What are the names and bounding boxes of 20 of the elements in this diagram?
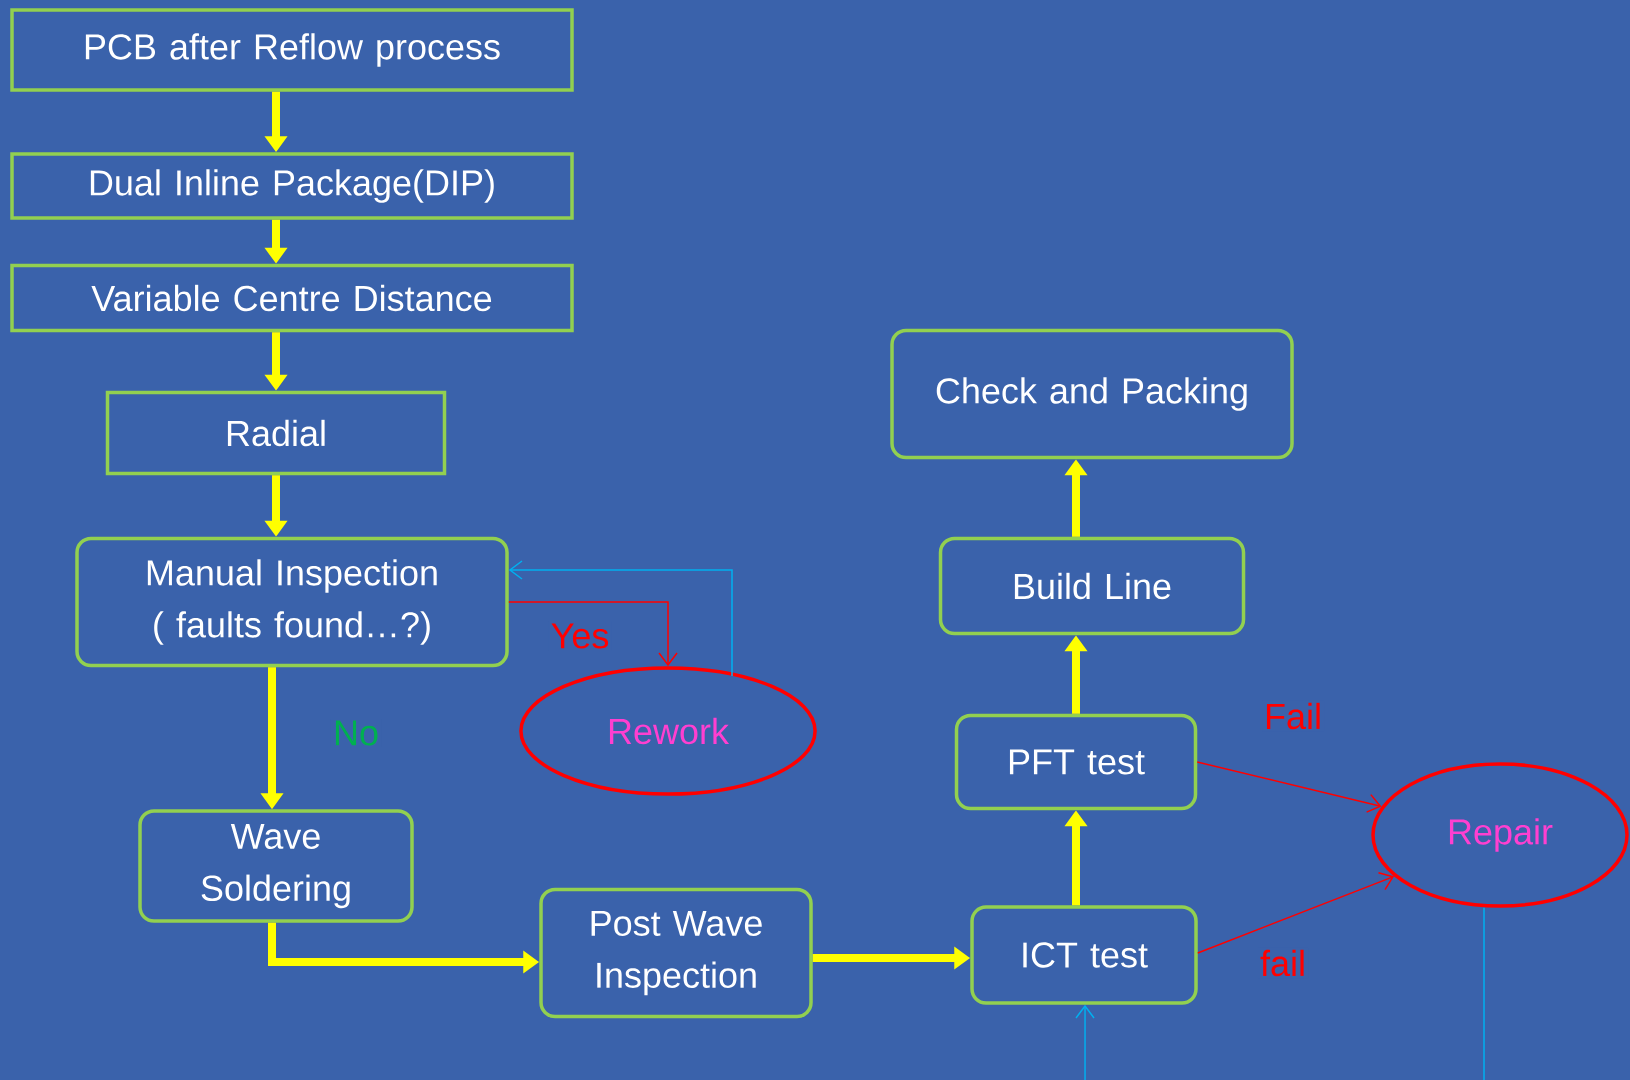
process-box: PFT test (954, 713, 1198, 811)
arrow (508, 560, 733, 677)
process-box: Build Line (938, 536, 1246, 636)
arrow (1196, 761, 1382, 813)
process-box: Post Wave Inspection (539, 887, 813, 1019)
process-box: Radial (105, 390, 447, 476)
process-box: Check and Packing (890, 328, 1294, 460)
arrow (1075, 907, 1485, 1080)
edge-label: Yes (548, 621, 612, 651)
edge-label: Fail (1262, 700, 1324, 732)
arrow (508, 601, 678, 667)
process-box: Variable Centre Distance (10, 263, 574, 333)
process-box: Wave Soldering (138, 809, 414, 923)
process-box: PCB after Reflow process (10, 8, 574, 92)
edge-label: No (331, 718, 381, 748)
process-box: Manual Inspection ( faults found…?) (75, 536, 509, 668)
edge-label: fail (1258, 947, 1309, 979)
arrow (1197, 872, 1395, 954)
process-box: ICT test (970, 905, 1198, 1005)
process-box: Dual Inline Package(DIP) (10, 152, 574, 220)
